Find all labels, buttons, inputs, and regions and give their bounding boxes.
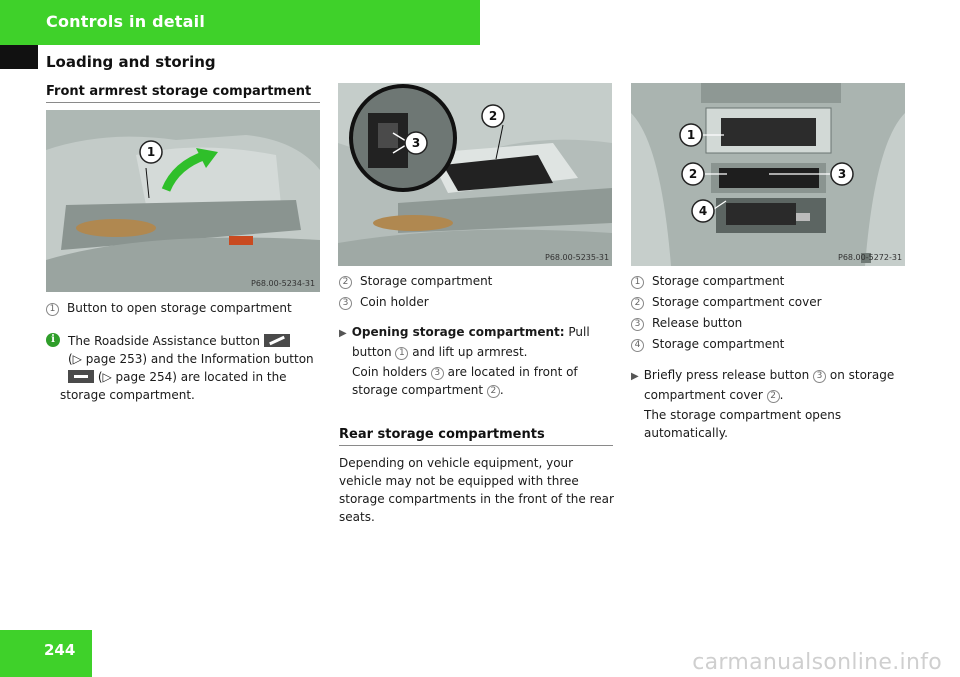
- callout-3-label: 3: [412, 136, 420, 150]
- armrest-photo: 1 P68.00-5234-31: [46, 110, 320, 292]
- note-text: are located in front of: [447, 365, 578, 379]
- legend-item: 1 Storage compartment: [631, 272, 784, 290]
- opening-step: ▶ Opening storage compartment: Pull butto…: [339, 323, 619, 361]
- callout-3: [404, 131, 428, 155]
- legend-item: 2 Storage compartment: [339, 272, 492, 290]
- chapter-title: Controls in detail: [46, 12, 205, 31]
- note-text: storage compartment: [352, 383, 484, 397]
- legend-text: Coin holder: [360, 295, 429, 309]
- legend-text: Storage compartment: [652, 337, 785, 351]
- info-line-2: (▷ page 253) and the Information button: [68, 352, 314, 366]
- legend-item: 2 Storage compartment cover: [631, 293, 822, 311]
- watermark: carmanualsonline.info: [692, 650, 942, 675]
- coin-holder-note: Coin holders 3 are located in front of s…: [352, 363, 622, 399]
- para-line: vehicle may not be equipped with three: [339, 474, 579, 488]
- page-number-box: [0, 630, 92, 677]
- step-arrow-icon: ▶: [339, 328, 347, 339]
- callout-1: [139, 140, 163, 164]
- step-text: on storage: [829, 368, 895, 382]
- ref-number: 3: [813, 370, 827, 383]
- note-line: automatically.: [644, 426, 728, 440]
- legend-number: 4: [631, 339, 644, 352]
- note-text: .: [499, 383, 504, 397]
- callout-2-label: 2: [489, 109, 497, 123]
- legend-item: 4 Storage compartment: [631, 335, 784, 353]
- callout-1: [679, 123, 703, 147]
- step-text: and lift up armrest.: [412, 345, 528, 359]
- legend-number: 3: [631, 318, 644, 331]
- section-title: Loading and storing: [46, 53, 216, 71]
- info-line-4: storage compartment.: [60, 388, 195, 402]
- storage-compartment-photo: 2 3 P68.00-5235-31: [338, 83, 612, 266]
- callout-4: [691, 199, 715, 223]
- front-armrest-heading: Front armrest storage compartment: [46, 84, 320, 103]
- legend-text: Storage compartment cover: [652, 295, 822, 309]
- page-number: 244: [44, 641, 76, 659]
- photo-code: P68.00-5234-31: [251, 279, 315, 288]
- legend-text: Storage compartment: [360, 274, 493, 288]
- photo-code: P68.00-5235-31: [545, 253, 609, 262]
- legend-item: 3 Coin holder: [339, 293, 429, 311]
- rear-storage-paragraph: Depending on vehicle equipment, your veh…: [339, 454, 619, 526]
- legend-text: Storage compartment: [652, 274, 785, 288]
- para-line: Depending on vehicle equipment, your: [339, 456, 574, 470]
- legend-item: 3 Release button: [631, 314, 742, 332]
- rear-compartments-photo: 1 2 3 4 P68.00-5272-31: [631, 83, 905, 266]
- callout-2-label: 2: [689, 167, 697, 181]
- legend-number: 1: [46, 303, 59, 316]
- section-marker: [0, 45, 38, 69]
- release-step: ▶ Briefly press release button 3 on stora…: [631, 366, 921, 404]
- legend-item: 1 Button to open storage compartment: [46, 299, 292, 317]
- info-line-1: The Roadside Assistance button: [68, 334, 260, 348]
- para-line: seats.: [339, 510, 375, 524]
- photo-code: P68.00-5272-31: [838, 253, 902, 262]
- legend-number: 2: [339, 276, 352, 289]
- para-line: storage compartments in the front of the…: [339, 492, 614, 506]
- note-line: The storage compartment opens: [644, 408, 842, 422]
- callout-3-label: 3: [838, 167, 846, 181]
- legend-number: 1: [631, 276, 644, 289]
- ref-number: 3: [430, 367, 444, 380]
- callout-4-label: 4: [699, 204, 707, 218]
- info-icon: i: [46, 333, 60, 347]
- legend-number: 3: [339, 297, 352, 310]
- info-line-3: (▷ page 254) are located in the: [97, 370, 287, 384]
- step-text: button: [352, 345, 392, 359]
- step-arrow-icon: ▶: [631, 371, 639, 382]
- step-text: .: [779, 388, 784, 402]
- roadside-assistance-button-icon: [263, 334, 290, 347]
- callout-1-label: 1: [687, 128, 695, 142]
- auto-open-note: The storage compartment opens automatica…: [644, 406, 914, 442]
- ref-number: 1: [395, 347, 409, 360]
- ref-number: 2: [766, 390, 780, 403]
- step-label: Opening storage compartment:: [351, 325, 565, 339]
- callout-1-label: 1: [147, 145, 155, 159]
- ref-number: 2: [486, 385, 500, 398]
- step-text: Briefly press release button: [643, 368, 810, 382]
- header-bar: [0, 0, 480, 45]
- note-text: Coin holders: [352, 365, 427, 379]
- callout-3: [830, 162, 854, 186]
- legend-number: 2: [631, 297, 644, 310]
- step-text: compartment cover: [644, 388, 763, 402]
- legend-text: Button to open storage compartment: [67, 301, 292, 315]
- legend-text: Release button: [652, 316, 743, 330]
- info-note: The Roadside Assistance button (▷ page 2…: [68, 332, 328, 386]
- callout-2: [681, 162, 705, 186]
- step-text: Pull: [568, 325, 590, 339]
- callout-2: [481, 104, 505, 128]
- rear-storage-heading: Rear storage compartments: [339, 427, 613, 446]
- information-button-icon: [68, 370, 94, 383]
